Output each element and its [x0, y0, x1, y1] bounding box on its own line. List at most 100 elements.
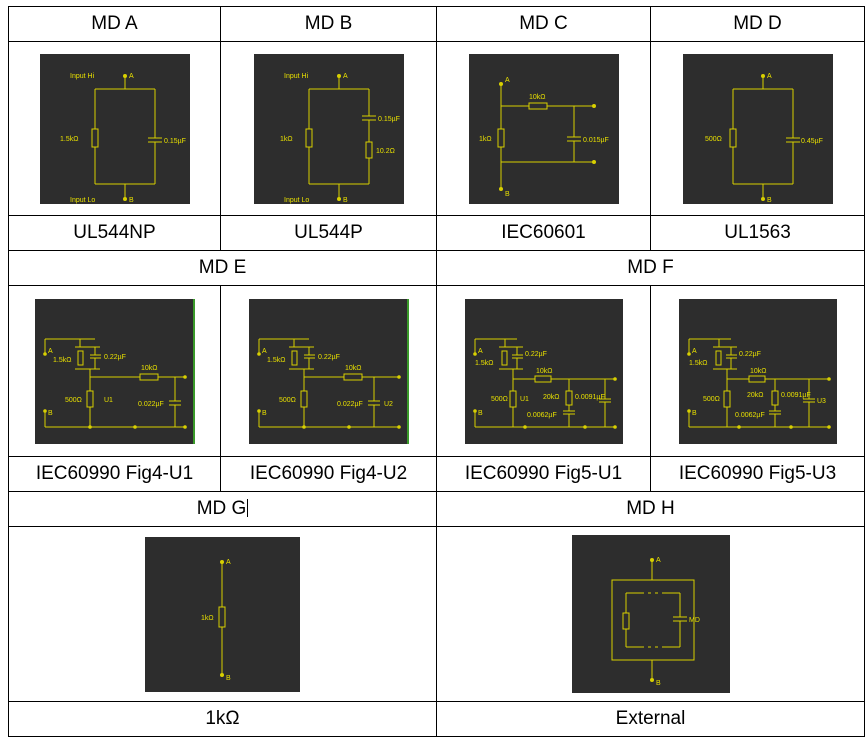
- md-b-circuit-diagram: Input Hi A 1kΩ 0.15µF 10.2Ω Input Lo B: [253, 53, 404, 204]
- md-f-u1-c3-label: 0.0091µF: [575, 394, 605, 401]
- md-f-u1-u-label: U1: [520, 396, 529, 403]
- md-e-u2-node-b-label: B: [262, 410, 267, 417]
- md-e-u2-r1-label: 1.5kΩ: [267, 357, 285, 364]
- cell-md-e-u1-diagram: A B 1.5kΩ 0.22µF 10kΩ 500Ω U1 0.022µF: [8, 285, 221, 457]
- header-md-h: MD H: [436, 491, 865, 527]
- md-h-circuit-diagram: A B MD: [571, 535, 730, 693]
- row3-caption-row: 1kΩ External: [8, 701, 865, 737]
- header-md-g-text: MD G: [196, 498, 247, 519]
- header-md-c: MD C: [436, 6, 651, 42]
- header-md-a: MD A: [8, 6, 221, 42]
- md-f-u1-r2-label: 10kΩ: [536, 368, 553, 375]
- md-b-input-hi-label: Input Hi: [284, 73, 309, 80]
- md-b-node-a-label: A: [343, 73, 348, 80]
- md-d-circuit-diagram: A B 500Ω 0.45µF: [682, 53, 833, 204]
- md-d-node-b-label: B: [767, 197, 772, 204]
- cell-md-c-diagram: A B 1kΩ 10kΩ 0.015µF: [436, 41, 651, 216]
- md-c-circuit-diagram: A B 1kΩ 10kΩ 0.015µF: [468, 53, 619, 204]
- caption-iec60990-fig5-u3: IEC60990 Fig5-U3: [650, 456, 865, 492]
- cell-md-f-u3-diagram: A B 1.5kΩ 0.22µF 10kΩ 500Ω 20kΩ 0.0091µF…: [650, 285, 865, 457]
- header-md-f: MD F: [436, 250, 865, 286]
- measuring-device-table-wrapper: MD A MD B MD C MD D: [8, 6, 865, 738]
- md-e-u1-circuit-diagram: A B 1.5kΩ 0.22µF 10kΩ 500Ω U1 0.022µF: [34, 298, 195, 444]
- cell-md-g-diagram: A B 1kΩ: [8, 526, 437, 702]
- cell-md-a-diagram: Input Hi A 1.5kΩ 0.15µF Input Lo B: [8, 41, 221, 216]
- md-e-u1-c1-label: 0.22µF: [104, 354, 126, 361]
- md-a-input-hi-label: Input Hi: [70, 73, 95, 80]
- md-f-u3-circuit-diagram: A B 1.5kΩ 0.22µF 10kΩ 500Ω 20kΩ 0.0091µF…: [678, 298, 837, 444]
- md-f-u3-c2-label: 0.0062µF: [735, 412, 765, 419]
- header-md-d: MD D: [650, 6, 865, 42]
- cell-md-b-diagram: Input Hi A 1kΩ 0.15µF 10.2Ω Input Lo B: [220, 41, 437, 216]
- cell-md-d-diagram: A B 500Ω 0.45µF: [650, 41, 865, 216]
- md-b-input-lo-label: Input Lo: [284, 197, 309, 204]
- md-f-u3-r4-label: 20kΩ: [747, 392, 764, 399]
- row1-image-row: Input Hi A 1.5kΩ 0.15µF Input Lo B: [8, 41, 865, 216]
- md-c-node-a-label: A: [505, 77, 510, 84]
- md-c-resistor2-label: 10kΩ: [529, 94, 546, 101]
- md-f-u1-r1-label: 1.5kΩ: [475, 360, 493, 367]
- md-d-capacitor-label: 0.45µF: [801, 138, 823, 145]
- md-a-resistor-label: 1.5kΩ: [60, 136, 78, 143]
- md-h-node-b-label: B: [656, 680, 661, 687]
- md-a-input-lo-label: Input Lo: [70, 197, 95, 204]
- md-b-resistor-label: 1kΩ: [280, 136, 293, 143]
- row3-header-row: MD G MD H: [8, 491, 865, 527]
- md-e-u2-c2-label: 0.022µF: [337, 401, 363, 408]
- md-f-u1-node-a-label: A: [478, 348, 483, 355]
- row2-caption-row: IEC60990 Fig4-U1 IEC60990 Fig4-U2 IEC609…: [8, 456, 865, 492]
- md-a-circuit-diagram: Input Hi A 1.5kΩ 0.15µF Input Lo B: [39, 53, 190, 204]
- md-e-u1-node-b-label: B: [48, 410, 53, 417]
- md-b-capacitor-label: 0.15µF: [378, 116, 400, 123]
- row3-image-row: A B 1kΩ: [8, 526, 865, 702]
- md-f-u1-node-b-label: B: [478, 410, 483, 417]
- md-g-resistor-label: 1kΩ: [201, 615, 214, 622]
- md-f-u1-circuit-diagram: A B 1.5kΩ 0.22µF 10kΩ 500Ω U1 20kΩ 0.009…: [464, 298, 623, 444]
- md-e-u2-c1-label: 0.22µF: [318, 354, 340, 361]
- md-e-u2-node-a-label: A: [262, 348, 267, 355]
- md-c-capacitor-label: 0.015µF: [583, 137, 609, 144]
- md-f-u3-node-b-label: B: [692, 410, 697, 417]
- md-g-node-a-label: A: [226, 559, 231, 566]
- md-e-u2-r3-label: 500Ω: [279, 397, 296, 404]
- md-d-resistor-label: 500Ω: [705, 136, 722, 143]
- header-md-b: MD B: [220, 6, 437, 42]
- caption-iec60990-fig5-u1: IEC60990 Fig5-U1: [436, 456, 651, 492]
- measuring-device-table: MD A MD B MD C MD D: [8, 6, 865, 737]
- md-e-u1-r3-label: 500Ω: [65, 397, 82, 404]
- cell-md-h-diagram: A B MD: [436, 526, 865, 702]
- md-e-u2-r2-label: 10kΩ: [345, 365, 362, 372]
- caption-ul1563: UL1563: [650, 215, 865, 251]
- md-a-node-b-label: B: [129, 197, 134, 204]
- md-g-circuit-diagram: A B 1kΩ: [145, 536, 300, 692]
- md-b-resistor2-label: 10.2Ω: [376, 148, 395, 155]
- md-f-u1-c1-label: 0.22µF: [525, 351, 547, 358]
- caption-1kohm: 1kΩ: [8, 701, 437, 737]
- md-b-node-b-label: B: [343, 197, 348, 204]
- row2-header-row: MD E MD F: [8, 250, 865, 286]
- md-e-u1-u-label: U1: [104, 397, 113, 404]
- md-e-u2-circuit-diagram: A B 1.5kΩ 0.22µF 10kΩ 500Ω 0.022µF U2: [248, 298, 409, 444]
- md-f-u3-node-a-label: A: [692, 348, 697, 355]
- cell-md-f-u1-diagram: A B 1.5kΩ 0.22µF 10kΩ 500Ω U1 20kΩ 0.009…: [436, 285, 651, 457]
- caption-ul544np: UL544NP: [8, 215, 221, 251]
- md-f-u3-c3-label: 0.0091µF: [781, 392, 811, 399]
- md-c-node-b-label: B: [505, 191, 510, 198]
- md-f-u3-c1-label: 0.22µF: [739, 351, 761, 358]
- header-md-g: MD G: [8, 491, 437, 527]
- md-e-u1-c2-label: 0.022µF: [138, 401, 164, 408]
- md-e-u1-r1-label: 1.5kΩ: [53, 357, 71, 364]
- md-e-u1-node-a-label: A: [48, 348, 53, 355]
- caption-iec60990-fig4-u2: IEC60990 Fig4-U2: [220, 456, 437, 492]
- md-f-u1-r4-label: 20kΩ: [543, 394, 560, 401]
- md-e-u1-r2-label: 10kΩ: [141, 365, 158, 372]
- caption-iec60990-fig4-u1: IEC60990 Fig4-U1: [8, 456, 221, 492]
- md-f-u3-u-label: U3: [817, 398, 826, 405]
- md-e-u2-u-label: U2: [384, 401, 393, 408]
- md-d-node-a-label: A: [767, 73, 772, 80]
- md-f-u1-c2-label: 0.0062µF: [527, 412, 557, 419]
- md-h-node-a-label: A: [656, 557, 661, 564]
- md-f-u1-r3-label: 500Ω: [491, 396, 508, 403]
- text-cursor: [247, 499, 249, 517]
- md-h-md-label: MD: [689, 617, 700, 624]
